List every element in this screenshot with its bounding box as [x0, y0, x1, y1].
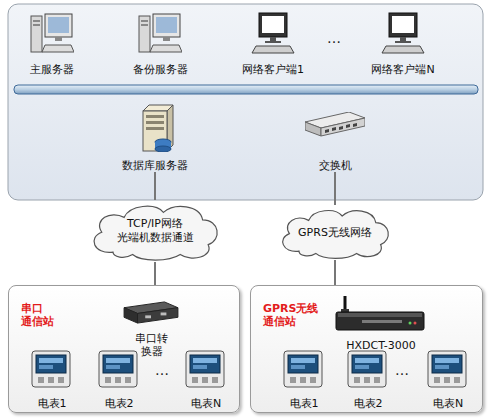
- ellipsis-mark: …: [395, 362, 409, 378]
- gprs-terminal: [336, 296, 424, 330]
- cloud-shape: [283, 211, 389, 259]
- database-server: [143, 105, 173, 152]
- network-bus: [14, 85, 478, 94]
- client-computer: [382, 13, 424, 53]
- station-panel: 串口 通信站串口转 换器电表1 电表2 电表N: [8, 285, 240, 413]
- node-label: 电表2: [354, 397, 383, 410]
- link-line: [154, 262, 156, 285]
- server-node: 数据库服务器: [110, 100, 200, 172]
- meter-node: 电表1: [279, 348, 329, 410]
- meter-node: 电表2: [94, 348, 144, 410]
- computer-node: 网络客户端1: [228, 8, 318, 76]
- server-computer: [31, 14, 74, 52]
- meter-node: 电表N: [423, 348, 473, 410]
- network-switch: [305, 112, 365, 136]
- meter-icon: [186, 351, 224, 387]
- meter-node: 电表2: [343, 348, 393, 410]
- meter-node: 电表1: [27, 348, 77, 410]
- node-label: 电表2: [105, 397, 134, 410]
- ellipsis-mark: …: [327, 30, 341, 46]
- node-label: 主服务器: [30, 63, 74, 76]
- meter-icon: [428, 351, 466, 387]
- server-room-panel: [8, 4, 483, 200]
- link-line: [154, 172, 156, 200]
- client-computer: [252, 13, 294, 53]
- meter-icon: [99, 351, 137, 387]
- gprs-device-node: HXDCT-3000: [326, 296, 436, 352]
- network-cloud: TCP/IP网络 光端机数据通道: [85, 200, 225, 262]
- station-title: 串口 通信站: [21, 302, 79, 328]
- switch-node: 交换机: [295, 100, 375, 172]
- node-label: 电表1: [290, 397, 319, 410]
- node-label: GPRS无线网络: [289, 226, 381, 240]
- network-cloud: GPRS无线网络: [275, 205, 395, 260]
- computer-node: 备份服务器: [120, 8, 200, 76]
- meter-node: 电表N: [181, 348, 231, 410]
- meter-icon: [348, 351, 386, 387]
- node-label: 网络客户端1: [242, 63, 304, 76]
- converter-node: 串口转 换器: [114, 298, 189, 358]
- node-label: TCP/IP网络 光端机数据通道: [109, 217, 201, 245]
- node-label: 网络客户端N: [371, 63, 434, 76]
- node-label: 电表N: [433, 397, 463, 410]
- node-label: 电表N: [191, 397, 221, 410]
- serial-converter: [124, 302, 178, 323]
- computer-node: 主服务器: [12, 8, 92, 76]
- node-label: 串口转 换器: [129, 332, 175, 358]
- node-label: 备份服务器: [133, 63, 188, 76]
- station-panel: GPRS无线 通信站 HXDCT-3000 电表1 电表2 电表N: [250, 285, 483, 413]
- meter-icon: [32, 351, 70, 387]
- node-label: 电表1: [38, 397, 67, 410]
- node-label: 交换机: [319, 159, 352, 172]
- link-line: [334, 260, 336, 285]
- station-title: GPRS无线 通信站: [263, 302, 321, 328]
- cloud-shape: [94, 206, 217, 260]
- link-line: [334, 172, 336, 205]
- computer-node: 网络客户端N: [358, 8, 448, 76]
- node-label: HXDCT-3000: [346, 339, 416, 352]
- ellipsis-mark: …: [155, 362, 169, 378]
- meter-icon: [284, 351, 322, 387]
- server-computer: [139, 14, 182, 52]
- node-label: 数据库服务器: [122, 159, 188, 172]
